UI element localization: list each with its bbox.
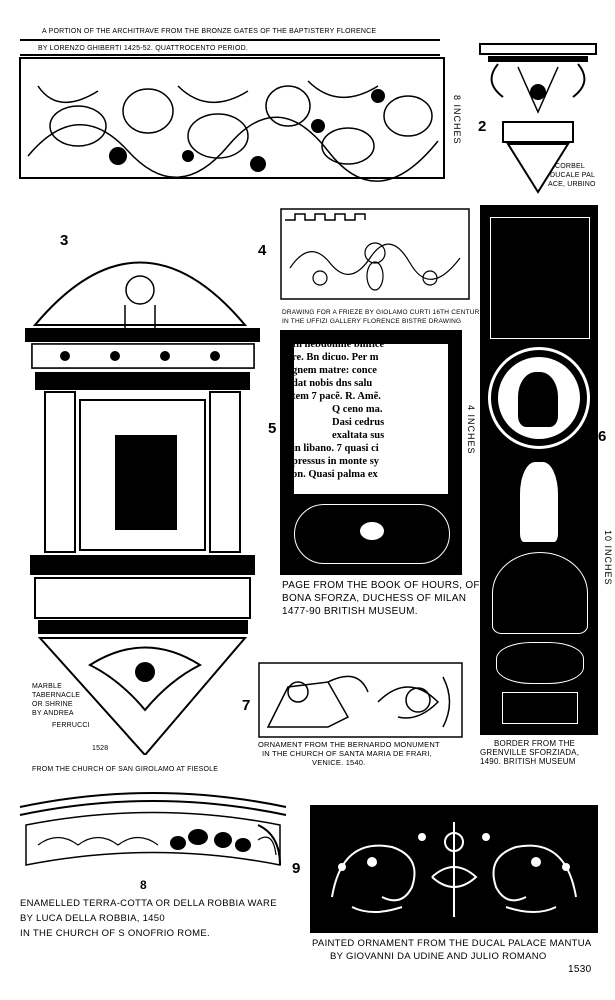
- fig8-caption-line1: ENAMELLED TERRA-COTTA OR DELLA ROBBIA WA…: [20, 898, 277, 909]
- fig6-caption-line2: GRENVILLE SFORZIADA,: [480, 748, 580, 757]
- fig4-frieze-drawing-icon: [280, 208, 470, 300]
- fig9-number: 9: [292, 860, 301, 877]
- fig6-caption-line1: BORDER FROM THE: [494, 739, 576, 748]
- fig7-caption-line2: IN THE CHURCH OF SANTA MARIA DE FRARI,: [262, 749, 432, 758]
- fig7-winged-lion-icon: [258, 662, 463, 738]
- fig5-text-line: Dasi cedrus: [332, 417, 385, 428]
- fig4-number: 4: [258, 242, 267, 259]
- fig3-caption-1: TABERNACLE: [32, 692, 81, 699]
- fig9-caption-line3: 1530: [568, 964, 592, 975]
- fig1-rule: [20, 39, 440, 41]
- fig9-caption-line2: BY GIOVANNI DA UDINE AND JULIO ROMANO: [330, 951, 547, 962]
- fig5-text-line: in libano. 7 quasi ci: [292, 443, 379, 454]
- fig6-scale: 10 INCHES: [603, 530, 613, 586]
- fig4-caption-line1: DRAWING FOR A FRIEZE BY GIOLAMO CURTI 16…: [282, 309, 484, 316]
- fig1-rule-2: [20, 54, 440, 56]
- fig3-caption-0: MARBLE: [32, 683, 62, 690]
- fig5-text-line: gnem matre: conce: [292, 365, 377, 376]
- fig5-caption-line3: 1477-90 BRITISH MUSEUM.: [282, 606, 418, 617]
- fig8-number: 8: [140, 878, 147, 892]
- fig9-caption-line1: PAINTED ORNAMENT FROM THE DUCAL PALACE M…: [312, 938, 592, 949]
- fig3-number: 3: [60, 232, 69, 249]
- fig4-caption-line2: IN THE UFFIZI GALLERY FLORENCE Bistre dr…: [282, 318, 462, 325]
- fig5-text-block: In hebdomne binfice re. Bn dicuo. Per m …: [292, 338, 450, 481]
- fig2-corbel-icon: [479, 43, 597, 194]
- fig3-source: FROM THE CHURCH OF SAN GIROLAMO AT FIESO…: [32, 766, 219, 773]
- fig3-tabernacle-icon: [25, 261, 260, 755]
- fig2-caption-2: ACE, URBINO: [548, 181, 596, 188]
- fig6-number: 6: [598, 428, 607, 445]
- fig5-number: 5: [268, 420, 277, 437]
- fig3-caption-4: FERRUCCI: [52, 722, 90, 729]
- fig6-sforziada-border-icon: [480, 205, 598, 735]
- fig6-caption-line3: 1490. BRITISH MUSEUM: [480, 757, 576, 766]
- fig5-text-line: pressus in monte sy: [292, 456, 380, 467]
- fig8-caption-line2: BY LUCA DELLA ROBBIA, 1450: [20, 913, 165, 924]
- fig8-garland-arch-icon: [19, 792, 287, 866]
- fig3-caption-3: BY ANDREA: [32, 710, 74, 717]
- fig7-caption-line1: ORNAMENT FROM THE BERNARDO MONUMENT: [258, 740, 440, 749]
- fig2-caption-0: CORBEL: [555, 163, 585, 170]
- fig3-caption-5: 1528: [92, 745, 109, 752]
- fig7-caption-line3: VENICE. 1540.: [312, 758, 366, 767]
- fig5-text-line: re. Bn dicuo. Per m: [292, 352, 379, 363]
- fig7-number: 7: [242, 697, 251, 714]
- fig1-caption-line1: A PORTION OF THE ARCHITRAVE FROM THE BRO…: [42, 28, 377, 35]
- fig1-scale: 8 INCHES: [452, 95, 462, 145]
- fig5-text-line: In hebdomne binfice: [292, 339, 385, 350]
- fig5-text-line: dat nobis dns salu: [292, 378, 373, 389]
- fig5-text-line: Q ceno ma.: [332, 404, 383, 415]
- fig9-scroll-ornament-icon: [310, 805, 598, 933]
- fig3-caption-2: OR SHRINE: [32, 701, 73, 708]
- fig5-scale: 4 INCHES: [466, 405, 476, 455]
- fig5-text-line: tem 7 pacẽ. R. Amẽ.: [292, 391, 381, 402]
- fig1-caption-line2: BY LORENZO GHIBERTI 1425-52. QUATTROCENT…: [38, 45, 248, 52]
- fig5-text-line: exaltata sus: [332, 430, 385, 441]
- fig5-caption-line1: PAGE FROM THE BOOK OF HOURS, OF: [282, 580, 480, 591]
- fig2-number: 2: [478, 118, 487, 135]
- fig2-caption-1: DUCALE PAL: [550, 172, 596, 179]
- fig5-caption-line2: BONA SFORZA, DUCHESS OF MILAN: [282, 593, 467, 604]
- fig5-manuscript-page-icon: [280, 330, 462, 575]
- fig1-fruit-frieze-icon: [19, 57, 445, 182]
- fig8-caption-line3: IN THE CHURCH OF S ONOFRIO ROME.: [20, 928, 210, 939]
- fig5-text-line: on. Quasi palma ex: [292, 469, 378, 480]
